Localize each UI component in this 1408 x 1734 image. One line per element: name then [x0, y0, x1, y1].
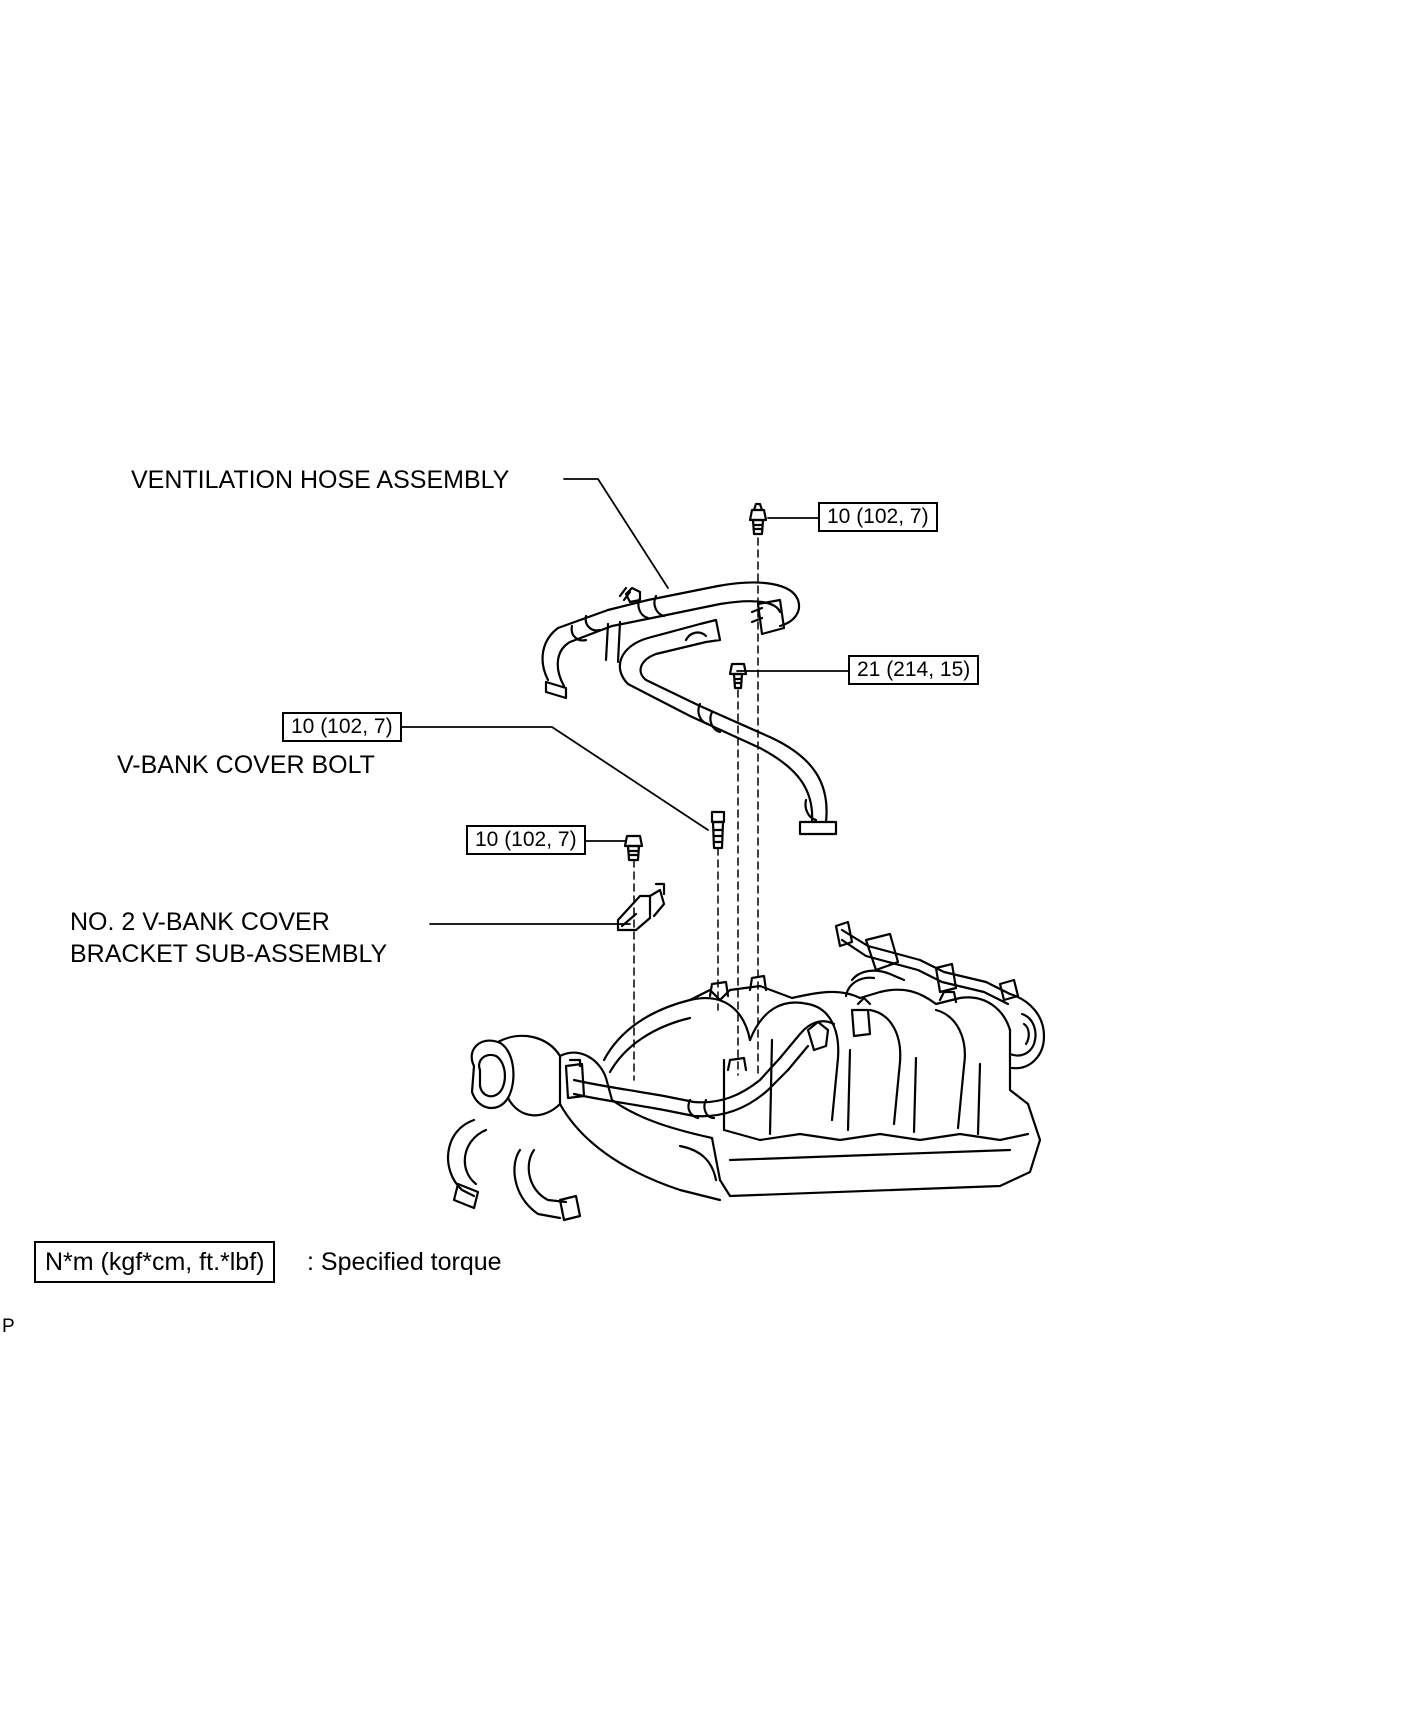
vbank-cover-bolt-icon [710, 810, 726, 850]
bracket-bolt-icon [623, 834, 644, 862]
torque-box-middle: 21 (214, 15) [848, 655, 980, 685]
legend-text: : Specified torque [307, 1248, 502, 1276]
bolt-top-icon [748, 502, 768, 536]
torque-box-bracket: 10 (102, 7) [466, 825, 586, 855]
bracket-icon [616, 882, 666, 932]
ventilation-hose-label: VENTILATION HOSE ASSEMBLY [131, 466, 510, 494]
legend-torque-box: N*m (kgf*cm, ft.*lbf) [34, 1241, 276, 1283]
leader-lines [401, 478, 849, 925]
torque-box-top: 10 (102, 7) [818, 502, 938, 532]
bracket-label-line2: BRACKET SUB-ASSEMBLY [70, 940, 388, 968]
vbank-cover-bolt-label: V-BANK COVER BOLT [117, 751, 375, 779]
footer-code: P [2, 1316, 15, 1337]
intake-manifold-icon [447, 920, 1046, 1222]
bolt-middle-icon [728, 662, 748, 690]
bracket-label-line1: NO. 2 V-BANK COVER [70, 908, 330, 936]
torque-box-vbank-bolt: 10 (102, 7) [282, 712, 402, 742]
ventilation-hose-icon [541, 581, 838, 836]
